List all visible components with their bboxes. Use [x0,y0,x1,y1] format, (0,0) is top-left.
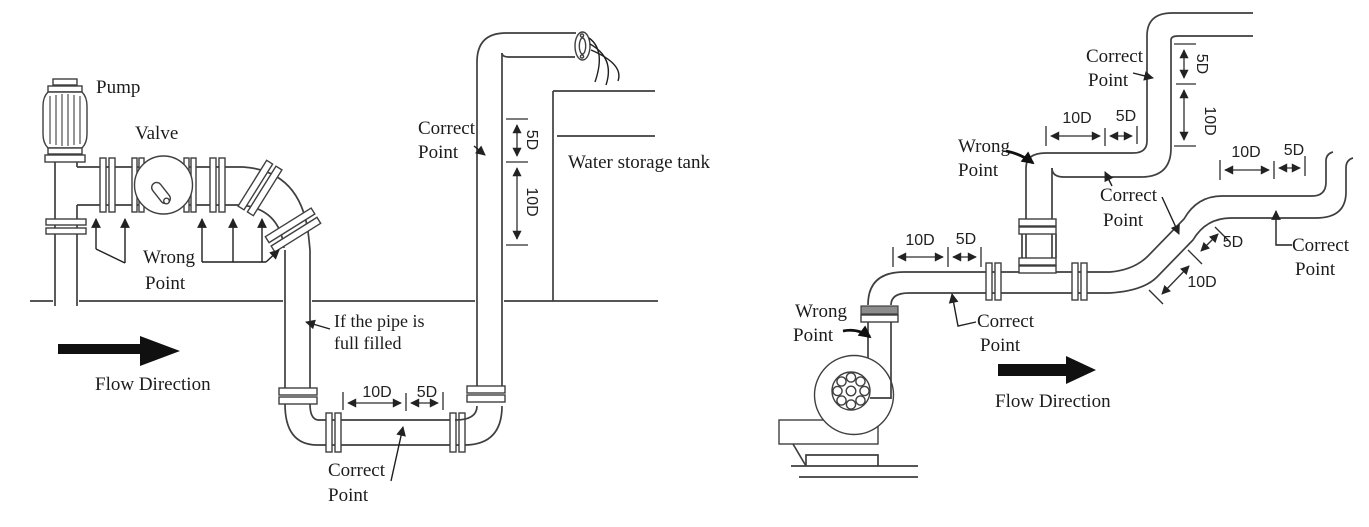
right-diagram: 10D 5D 10D 5D 5D 10D 10D 5D [778,12,1354,478]
pump [42,78,88,163]
pump-label: Pump [96,77,140,98]
correct-point-riser-line2: Point [418,142,459,163]
riser-dim-5d: 5D [523,130,540,150]
diag-dim-10d: 10D [1187,274,1216,291]
flow-arrow-left [58,336,180,366]
far-dim-5d: 5D [1284,142,1304,159]
lower-pipe-right [867,262,1110,306]
drop-pipe [278,250,318,405]
flow-arrow-right [998,356,1096,384]
correct-point-top-line1: Correct [1086,46,1144,67]
riser-dim-10d: 10D [523,187,540,216]
correct-point-top-line2: Point [1088,70,1129,91]
vertical-dim-5d: 5D [1193,54,1210,74]
diagonal-dimension: 10D 5D [1148,226,1243,305]
full-pipe-note-line1: If the pipe is [334,311,424,331]
correct-point-top: Correct Point [1086,46,1154,91]
correct-point-lower-line1: Correct [977,311,1035,332]
vertical-dim-10d: 10D [1201,106,1218,135]
bottom-dimension: 10D 5D [342,384,444,411]
pump-suction-pipe [45,162,87,306]
lower-dim-10d: 10D [905,232,934,249]
bottom-dim-5d: 5D [417,384,437,401]
full-pipe-note-line2: full filled [334,333,401,353]
wrong-point-pump-line1: Wrong [795,301,847,322]
correct-point-far-line1: Correct [1292,235,1350,256]
correct-point-mid-line2: Point [1103,210,1144,231]
pump-base [791,443,918,478]
correct-point-bottom-line1: Correct [328,460,386,481]
valve-handle-icon [150,181,172,205]
bottom-pipe [284,403,503,453]
riser-branch [1018,152,1065,274]
tank-label: Water storage tank [568,152,710,173]
correct-point-bottom-line2: Point [328,485,369,506]
valve-label: Valve [135,123,178,144]
correct-point-lower: Correct Point [948,293,1035,356]
lower-dim-5d: 5D [956,231,976,248]
wrong-point-pump: Wrong Point [793,301,872,346]
wrong-point-riser-line1: Wrong [958,136,1010,157]
wrong-point-pump-line2: Point [793,325,834,346]
centrifugal-pump [778,305,918,478]
wrong-point-left: Wrong Point [91,218,280,294]
pipe-outlet [574,31,591,61]
flow-direction-right: Flow Direction [995,356,1111,412]
bottom-dim-10d: 10D [362,384,391,401]
upper-dim-5d: 5D [1116,108,1136,125]
elbow-down [237,159,322,253]
discharge-pipe-left [77,157,243,213]
upper-pipe-right [1046,12,1253,178]
riser-dimension: 5D 10D [506,118,540,246]
flow-direction-right-label: Flow Direction [995,391,1111,412]
left-diagram: Pump Valve [30,31,710,506]
full-pipe-note: If the pipe is full filled [305,311,424,353]
correct-point-riser: Correct Point [418,118,486,163]
riser-pipe [466,32,576,403]
water-streams [588,37,620,86]
wrong-point-riser: Wrong Point [958,136,1035,181]
lower-dimension-right: 10D 5D [892,231,982,267]
wrong-point-riser-line2: Point [958,160,999,181]
flow-direction-left-label: Flow Direction [95,374,211,395]
correct-point-lower-line2: Point [980,335,1021,356]
correct-point-riser-line1: Correct [418,118,476,139]
upper-dimension-right: 10D 5D [1045,108,1138,146]
correct-point-mid: Correct Point [1100,171,1180,235]
valve [131,155,197,215]
far-dim-10d: 10D [1231,144,1260,161]
far-dimension-right: 10D 5D [1219,142,1306,180]
correct-point-far: Correct Point [1271,210,1350,280]
water-storage-tank [552,90,655,301]
vertical-dimension-right: 5D 10D [1174,43,1218,147]
correct-point-bottom: Correct Point [328,426,406,506]
wrong-point-left-line2: Point [145,273,186,294]
upper-dim-10d: 10D [1062,110,1091,127]
flow-direction-left: Flow Direction [58,336,211,395]
pump-bolt-circle [832,372,870,410]
wrong-point-left-line1: Wrong [143,247,195,268]
correct-point-mid-line1: Correct [1100,185,1158,206]
diag-dim-5d: 5D [1223,234,1243,251]
correct-point-far-line2: Point [1295,259,1336,280]
